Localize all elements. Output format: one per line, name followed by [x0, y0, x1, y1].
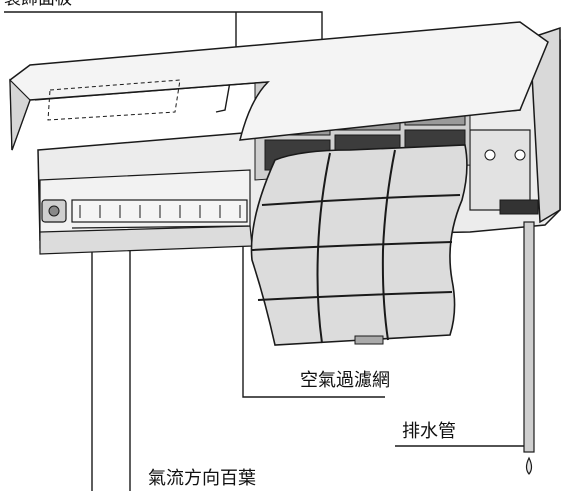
front-panel-label: 裝飾面板	[4, 0, 72, 8]
airflow-louver-label: 氣流方向百葉	[148, 468, 256, 489]
front-panel-open	[9, 21, 549, 151]
drain-pipe-label: 排水管	[402, 421, 456, 442]
air-filter-sheet	[250, 144, 468, 346]
air-filter-label: 空氣過濾網	[300, 370, 390, 391]
leader-top-panel	[4, 11, 323, 48]
drain-pipe	[523, 221, 535, 475]
